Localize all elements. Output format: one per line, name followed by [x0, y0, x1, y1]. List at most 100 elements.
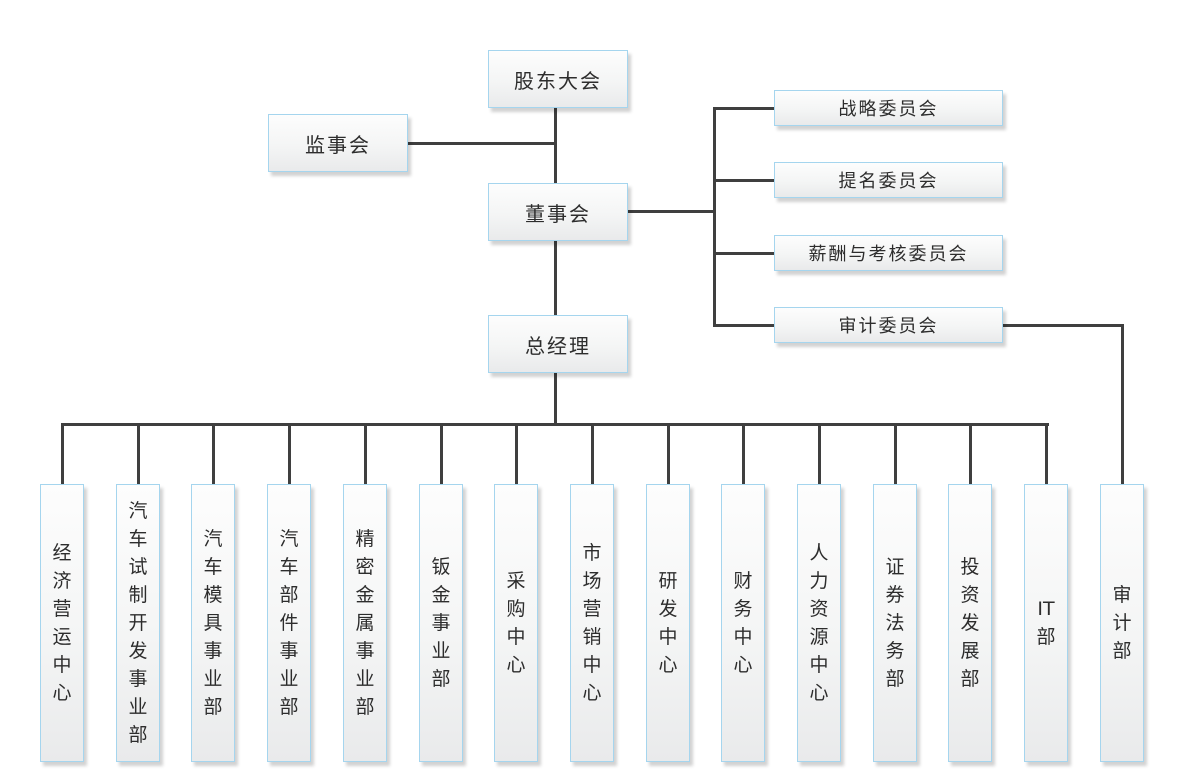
- node-department-1: 汽车试制开发事业部: [116, 484, 160, 762]
- node-label-char: 部: [885, 668, 905, 690]
- node-label-char: 制: [128, 584, 148, 606]
- node-label-char: 中: [658, 626, 678, 648]
- node-label-char: 营: [582, 598, 602, 620]
- connector-stub-nomination: [713, 179, 774, 182]
- node-department-12: 投资发展部: [948, 484, 992, 762]
- node-label: 薪酬与考核委员会: [808, 244, 969, 265]
- node-label-char: 属: [355, 612, 375, 634]
- connector-bus-drop-12: [969, 423, 972, 484]
- node-label-char: 务: [885, 640, 905, 662]
- node-label-char: 心: [52, 682, 72, 704]
- node-label-char: 券: [885, 584, 905, 606]
- connector-audit-committee-right: [1003, 324, 1124, 327]
- connector-bus-drop-11: [894, 423, 897, 484]
- node-label-char: 研: [658, 570, 678, 592]
- node-label-char: 部: [960, 668, 980, 690]
- node-department-3: 汽车部件事业部: [267, 484, 311, 762]
- node-label-char: 资: [960, 584, 980, 606]
- connector-bus-drop-2: [212, 423, 215, 484]
- node-department-9: 财务中心: [721, 484, 765, 762]
- node-committee-0: 战略委员会: [774, 90, 1003, 126]
- connector-bus-drop-9: [742, 423, 745, 484]
- node-label-char: 心: [506, 654, 526, 676]
- node-label-char: 开: [128, 612, 148, 634]
- connector-bus-drop-13: [1045, 423, 1048, 484]
- node-label-char: 业: [431, 640, 451, 662]
- node-label-char: 汽: [279, 528, 299, 550]
- node-label-char: 人: [809, 542, 829, 564]
- node-label-char: 务: [733, 598, 753, 620]
- connector-shareholders-to-board: [554, 106, 557, 184]
- node-label-char: 密: [355, 556, 375, 578]
- connector-bus-drop-0: [61, 423, 64, 484]
- node-label-char: 部: [203, 696, 223, 718]
- connector-committee-trunk: [713, 107, 716, 327]
- connector-stub-strategy: [713, 107, 774, 110]
- node-supervisory-board: 监事会: [268, 114, 408, 172]
- node-label-char: 计: [1112, 612, 1132, 634]
- node-label: 董事会: [525, 201, 591, 226]
- node-label-char: IT: [1037, 598, 1055, 620]
- node-label-char: 汽: [203, 528, 223, 550]
- node-label-char: 心: [809, 682, 829, 704]
- node-label-char: 资: [809, 598, 829, 620]
- node-label-char: 具: [203, 612, 223, 634]
- node-label-char: 销: [582, 626, 602, 648]
- node-department-7: 市场营销中心: [570, 484, 614, 762]
- node-label-char: 营: [52, 598, 72, 620]
- node-label-char: 投: [960, 556, 980, 578]
- connector-bus-drop-5: [440, 423, 443, 484]
- node-label-char: 中: [809, 654, 829, 676]
- node-label-char: 财: [733, 570, 753, 592]
- connector-stub-audit-committee: [713, 324, 774, 327]
- connector-bus-drop-10: [818, 423, 821, 484]
- node-shareholders-meeting: 股东大会: [488, 50, 628, 108]
- node-label-char: 中: [582, 654, 602, 676]
- node-general-manager: 总经理: [488, 315, 628, 373]
- connector-stub-remuneration: [713, 252, 774, 255]
- node-label: 提名委员会: [838, 171, 939, 192]
- node-label-char: 部: [128, 724, 148, 746]
- node-label-char: 业: [128, 696, 148, 718]
- node-label-char: 经: [52, 542, 72, 564]
- node-label-char: 钣: [431, 556, 451, 578]
- connector-board-to-gm: [554, 240, 557, 316]
- node-label: 监事会: [305, 132, 371, 157]
- node-label-char: 中: [506, 626, 526, 648]
- node-label-char: 模: [203, 584, 223, 606]
- node-label-char: 业: [355, 668, 375, 690]
- node-label-char: 事: [203, 640, 223, 662]
- node-label-char: 部: [1036, 626, 1056, 648]
- node-label-char: 运: [52, 626, 72, 648]
- node-label-char: 事: [431, 612, 451, 634]
- node-label-char: 心: [658, 654, 678, 676]
- node-department-2: 汽车模具事业部: [191, 484, 235, 762]
- node-label-char: 购: [506, 598, 526, 620]
- node-label-char: 事: [355, 640, 375, 662]
- node-label-char: 证: [885, 556, 905, 578]
- connector-bus-drop-3: [288, 423, 291, 484]
- node-label-char: 业: [203, 668, 223, 690]
- node-label-char: 部: [279, 696, 299, 718]
- node-label: 审计委员会: [838, 316, 939, 337]
- node-department-10: 人力资源中心: [797, 484, 841, 762]
- connector-board-to-committees: [628, 210, 715, 213]
- connector-bus-drop-1: [137, 423, 140, 484]
- node-label-char: 发: [128, 640, 148, 662]
- node-label-char: 车: [279, 556, 299, 578]
- node-department-6: 采购中心: [494, 484, 538, 762]
- node-label-char: 车: [128, 528, 148, 550]
- node-label-char: 力: [809, 570, 829, 592]
- node-committee-3: 审计委员会: [774, 307, 1003, 343]
- node-label-char: 试: [128, 556, 148, 578]
- connector-bus-drop-4: [364, 423, 367, 484]
- connector-bus-drop-6: [515, 423, 518, 484]
- node-department-5: 钣金事业部: [419, 484, 463, 762]
- node-board-of-directors: 董事会: [488, 183, 628, 241]
- node-department-4: 精密金属事业部: [343, 484, 387, 762]
- node-label: 战略委员会: [838, 99, 939, 120]
- node-label-char: 金: [431, 584, 451, 606]
- node-label-char: 中: [733, 626, 753, 648]
- node-label-char: 采: [506, 570, 526, 592]
